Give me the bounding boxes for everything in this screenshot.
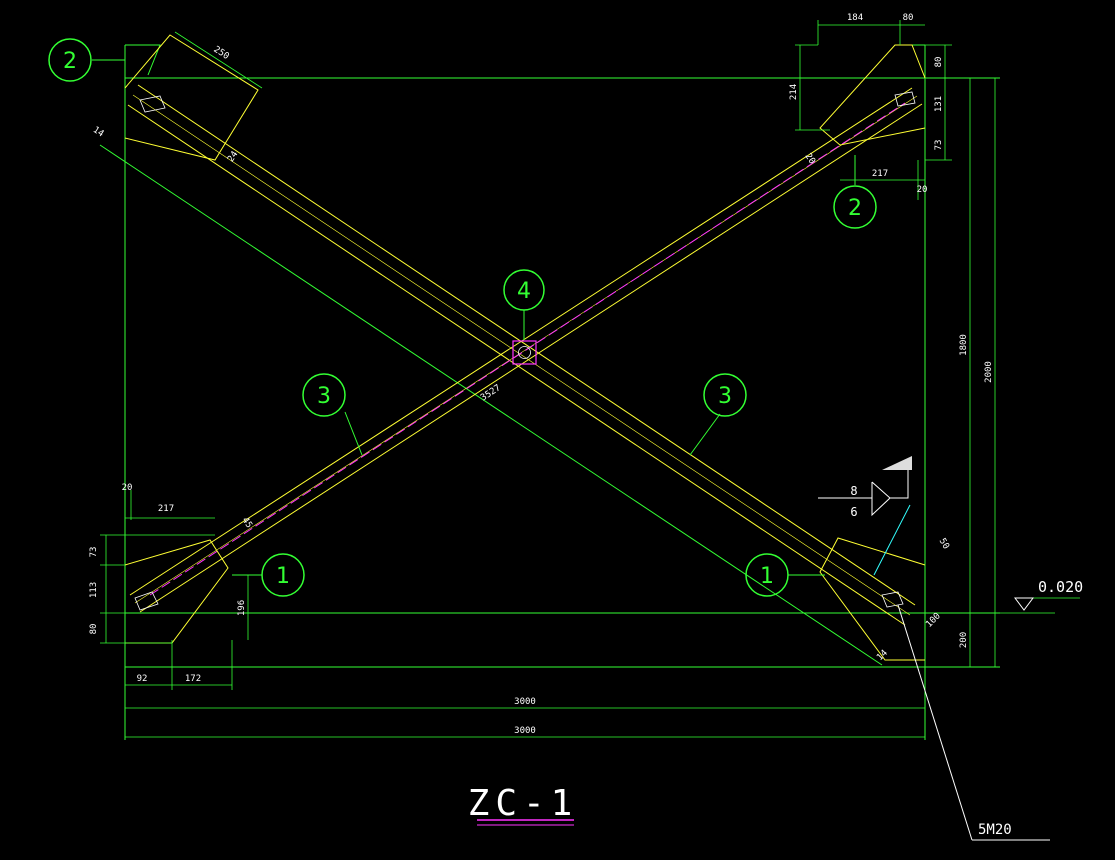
bubble-label: 1 <box>760 564 774 589</box>
bubble-3-left: 3 <box>302 373 346 417</box>
dim-bottom-left-20: 20 <box>122 483 133 493</box>
bubble-label: 3 <box>718 384 732 409</box>
dim-top-left-plate: 250 <box>212 45 231 62</box>
dim-overall-width-2: 3000 <box>514 726 536 736</box>
bolt-group-bottom-left <box>134 591 159 611</box>
dim-bottom-left-196: 196 <box>237 600 247 616</box>
dim-top-right-80: 80 <box>903 13 914 23</box>
brace-mark-top-right: 20 <box>803 152 817 167</box>
dim-bottom-right-100: 100 <box>924 611 943 630</box>
brace-mark-top-left: 24 <box>226 150 240 165</box>
brace-mark-bottom-left: 45 <box>240 516 254 531</box>
bubble-label: 2 <box>63 49 77 74</box>
bolt-group-top-left <box>139 95 166 113</box>
bubble-label: 1 <box>276 564 290 589</box>
dim-top-right-217: 217 <box>872 169 888 179</box>
main-frame <box>99 44 1000 740</box>
dim-top-right-20: 20 <box>917 185 928 195</box>
dim-top-left-small: 14 <box>91 125 106 139</box>
center-connection-plate <box>512 340 537 365</box>
dimension-lines <box>100 20 1080 738</box>
dim-top-right-131: 131 <box>934 96 944 112</box>
gusset-plate-top-left <box>124 34 259 161</box>
brace-member-descending <box>127 84 916 626</box>
dim-bottom-left-217: 217 <box>158 504 174 514</box>
bubble-2-top-left: 2 <box>48 38 92 82</box>
bubble-1-bottom-left: 1 <box>261 553 305 597</box>
dim-top-right-214: 214 <box>789 84 799 100</box>
bubble-label: 2 <box>848 196 862 221</box>
bolt-group-bottom-right <box>881 591 904 608</box>
bubble-4-center: 4 <box>503 269 545 311</box>
gusset-plate-top-right <box>819 44 926 146</box>
leader-lines <box>873 504 1050 841</box>
dim-bottom-left-113: 113 <box>89 582 99 598</box>
elevation-label: 0.020 <box>1038 578 1083 596</box>
bubble-1-bottom-right: 1 <box>745 553 789 597</box>
bubble-label: 4 <box>517 279 531 304</box>
dim-right-height-2: 2000 <box>984 361 994 383</box>
dim-top-right-73: 73 <box>934 140 944 151</box>
dim-diagonal-length: 3527 <box>479 383 503 403</box>
bubble-3-right: 3 <box>703 373 747 417</box>
dim-top-right-184: 184 <box>847 13 863 23</box>
dim-bottom-left-80: 80 <box>89 624 99 635</box>
weld-symbol-icon <box>818 470 909 517</box>
bubble-label: 3 <box>317 384 331 409</box>
weld-symbol-bottom-number: 6 <box>850 505 857 519</box>
bubble-2-top-right: 2 <box>833 185 877 229</box>
bubble-leaders <box>92 59 856 576</box>
dim-top-right-v80: 80 <box>934 57 944 68</box>
dimension-texts: 3000 3000 1800 2000 200 3527 250 14 184 … <box>89 13 994 736</box>
dim-bottom-left-92: 92 <box>137 674 148 684</box>
dim-overall-width-1: 3000 <box>514 697 536 707</box>
bolt-label: 5M20 <box>978 822 1012 838</box>
dim-bottom-left-73: 73 <box>89 547 99 558</box>
drawing-title: ZC-1 <box>468 783 579 824</box>
weld-flag-icon <box>882 456 912 470</box>
dim-bottom-left-172: 172 <box>185 674 201 684</box>
dim-right-bottom: 200 <box>959 632 969 648</box>
weld-symbol-top-number: 8 <box>850 484 857 498</box>
gusset-plate-bottom-right <box>819 537 926 661</box>
dim-bottom-right-50: 50 <box>937 537 951 551</box>
dim-right-height-1: 1800 <box>959 334 969 356</box>
bolt-group-top-right <box>894 91 916 107</box>
elevation-marker-icon <box>1014 597 1034 611</box>
gusset-plate-bottom-left <box>124 539 229 644</box>
ascending-brace-centerline <box>149 102 906 596</box>
